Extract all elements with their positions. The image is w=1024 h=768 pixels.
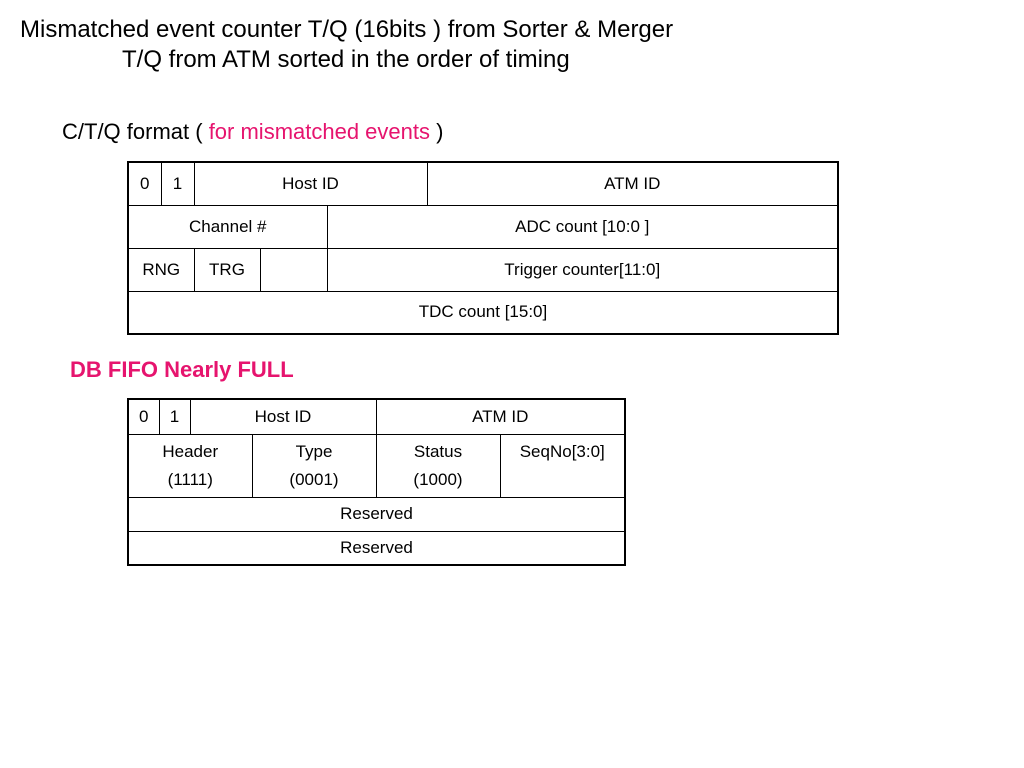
db-cell-bit1: 1 xyxy=(158,398,191,435)
ctq-heading-prefix: C/T/Q format ( xyxy=(62,119,209,144)
ctq-cell-bit1: 1 xyxy=(160,161,195,206)
ctq-cell-tdc-count: TDC count [15:0] xyxy=(127,290,839,335)
db-cell-header: Header (1111) xyxy=(127,433,253,498)
db-type-label: Type xyxy=(295,441,333,461)
ctq-cell-bit0: 0 xyxy=(127,161,162,206)
db-row-3: Reserved xyxy=(127,496,626,532)
db-cell-host-id: Host ID xyxy=(189,398,377,435)
ctq-cell-trigger-counter: Trigger counter[11:0] xyxy=(326,247,839,292)
db-status-label: Status xyxy=(413,441,463,461)
db-cell-reserved-1: Reserved xyxy=(127,496,626,532)
db-type-value: (0001) xyxy=(289,469,339,489)
ctq-row-4: TDC count [15:0] xyxy=(127,290,839,335)
ctq-row-2: Channel # ADC count [10:0 ] xyxy=(127,204,839,249)
ctq-heading-suffix: ) xyxy=(430,119,444,144)
ctq-cell-channel: Channel # xyxy=(127,204,328,249)
db-row-4: Reserved xyxy=(127,530,626,566)
ctq-cell-rng: RNG xyxy=(127,247,195,292)
db-cell-seqno: SeqNo[3:0] xyxy=(499,433,626,498)
db-status-value: (1000) xyxy=(413,469,463,489)
ctq-row-1: 0 1 Host ID ATM ID xyxy=(127,161,839,206)
ctq-format-heading: C/T/Q format ( for mismatched events ) xyxy=(62,117,443,147)
title-line-2: T/Q from ATM sorted in the order of timi… xyxy=(122,46,570,73)
db-header-value: (1111) xyxy=(167,469,213,489)
db-fifo-heading: DB FIFO Nearly FULL xyxy=(70,357,294,382)
db-cell-reserved-2: Reserved xyxy=(127,530,626,566)
ctq-format-table: 0 1 Host ID ATM ID Channel # ADC count [… xyxy=(127,161,839,335)
db-cell-type: Type (0001) xyxy=(251,433,377,498)
ctq-cell-host-id: Host ID xyxy=(193,161,428,206)
db-cell-status: Status (1000) xyxy=(375,433,501,498)
ctq-cell-adc-count: ADC count [10:0 ] xyxy=(326,204,839,249)
db-fifo-table: 0 1 Host ID ATM ID Header (1111) Type (0… xyxy=(127,398,627,566)
title-line-1: Mismatched event counter T/Q (16bits ) f… xyxy=(20,16,674,43)
ctq-heading-highlight: for mismatched events xyxy=(208,119,430,144)
ctq-cell-blank xyxy=(259,247,328,292)
db-row-2: Header (1111) Type (0001) Status (1000) … xyxy=(127,433,626,498)
db-cell-atm-id: ATM ID xyxy=(375,398,626,435)
ctq-cell-atm-id: ATM ID xyxy=(426,161,839,206)
db-row-1: 0 1 Host ID ATM ID xyxy=(127,398,626,435)
ctq-cell-trg: TRG xyxy=(193,247,261,292)
ctq-row-3: RNG TRG Trigger counter[11:0] xyxy=(127,247,839,292)
db-cell-bit0: 0 xyxy=(127,398,160,435)
db-header-label: Header xyxy=(162,441,219,461)
